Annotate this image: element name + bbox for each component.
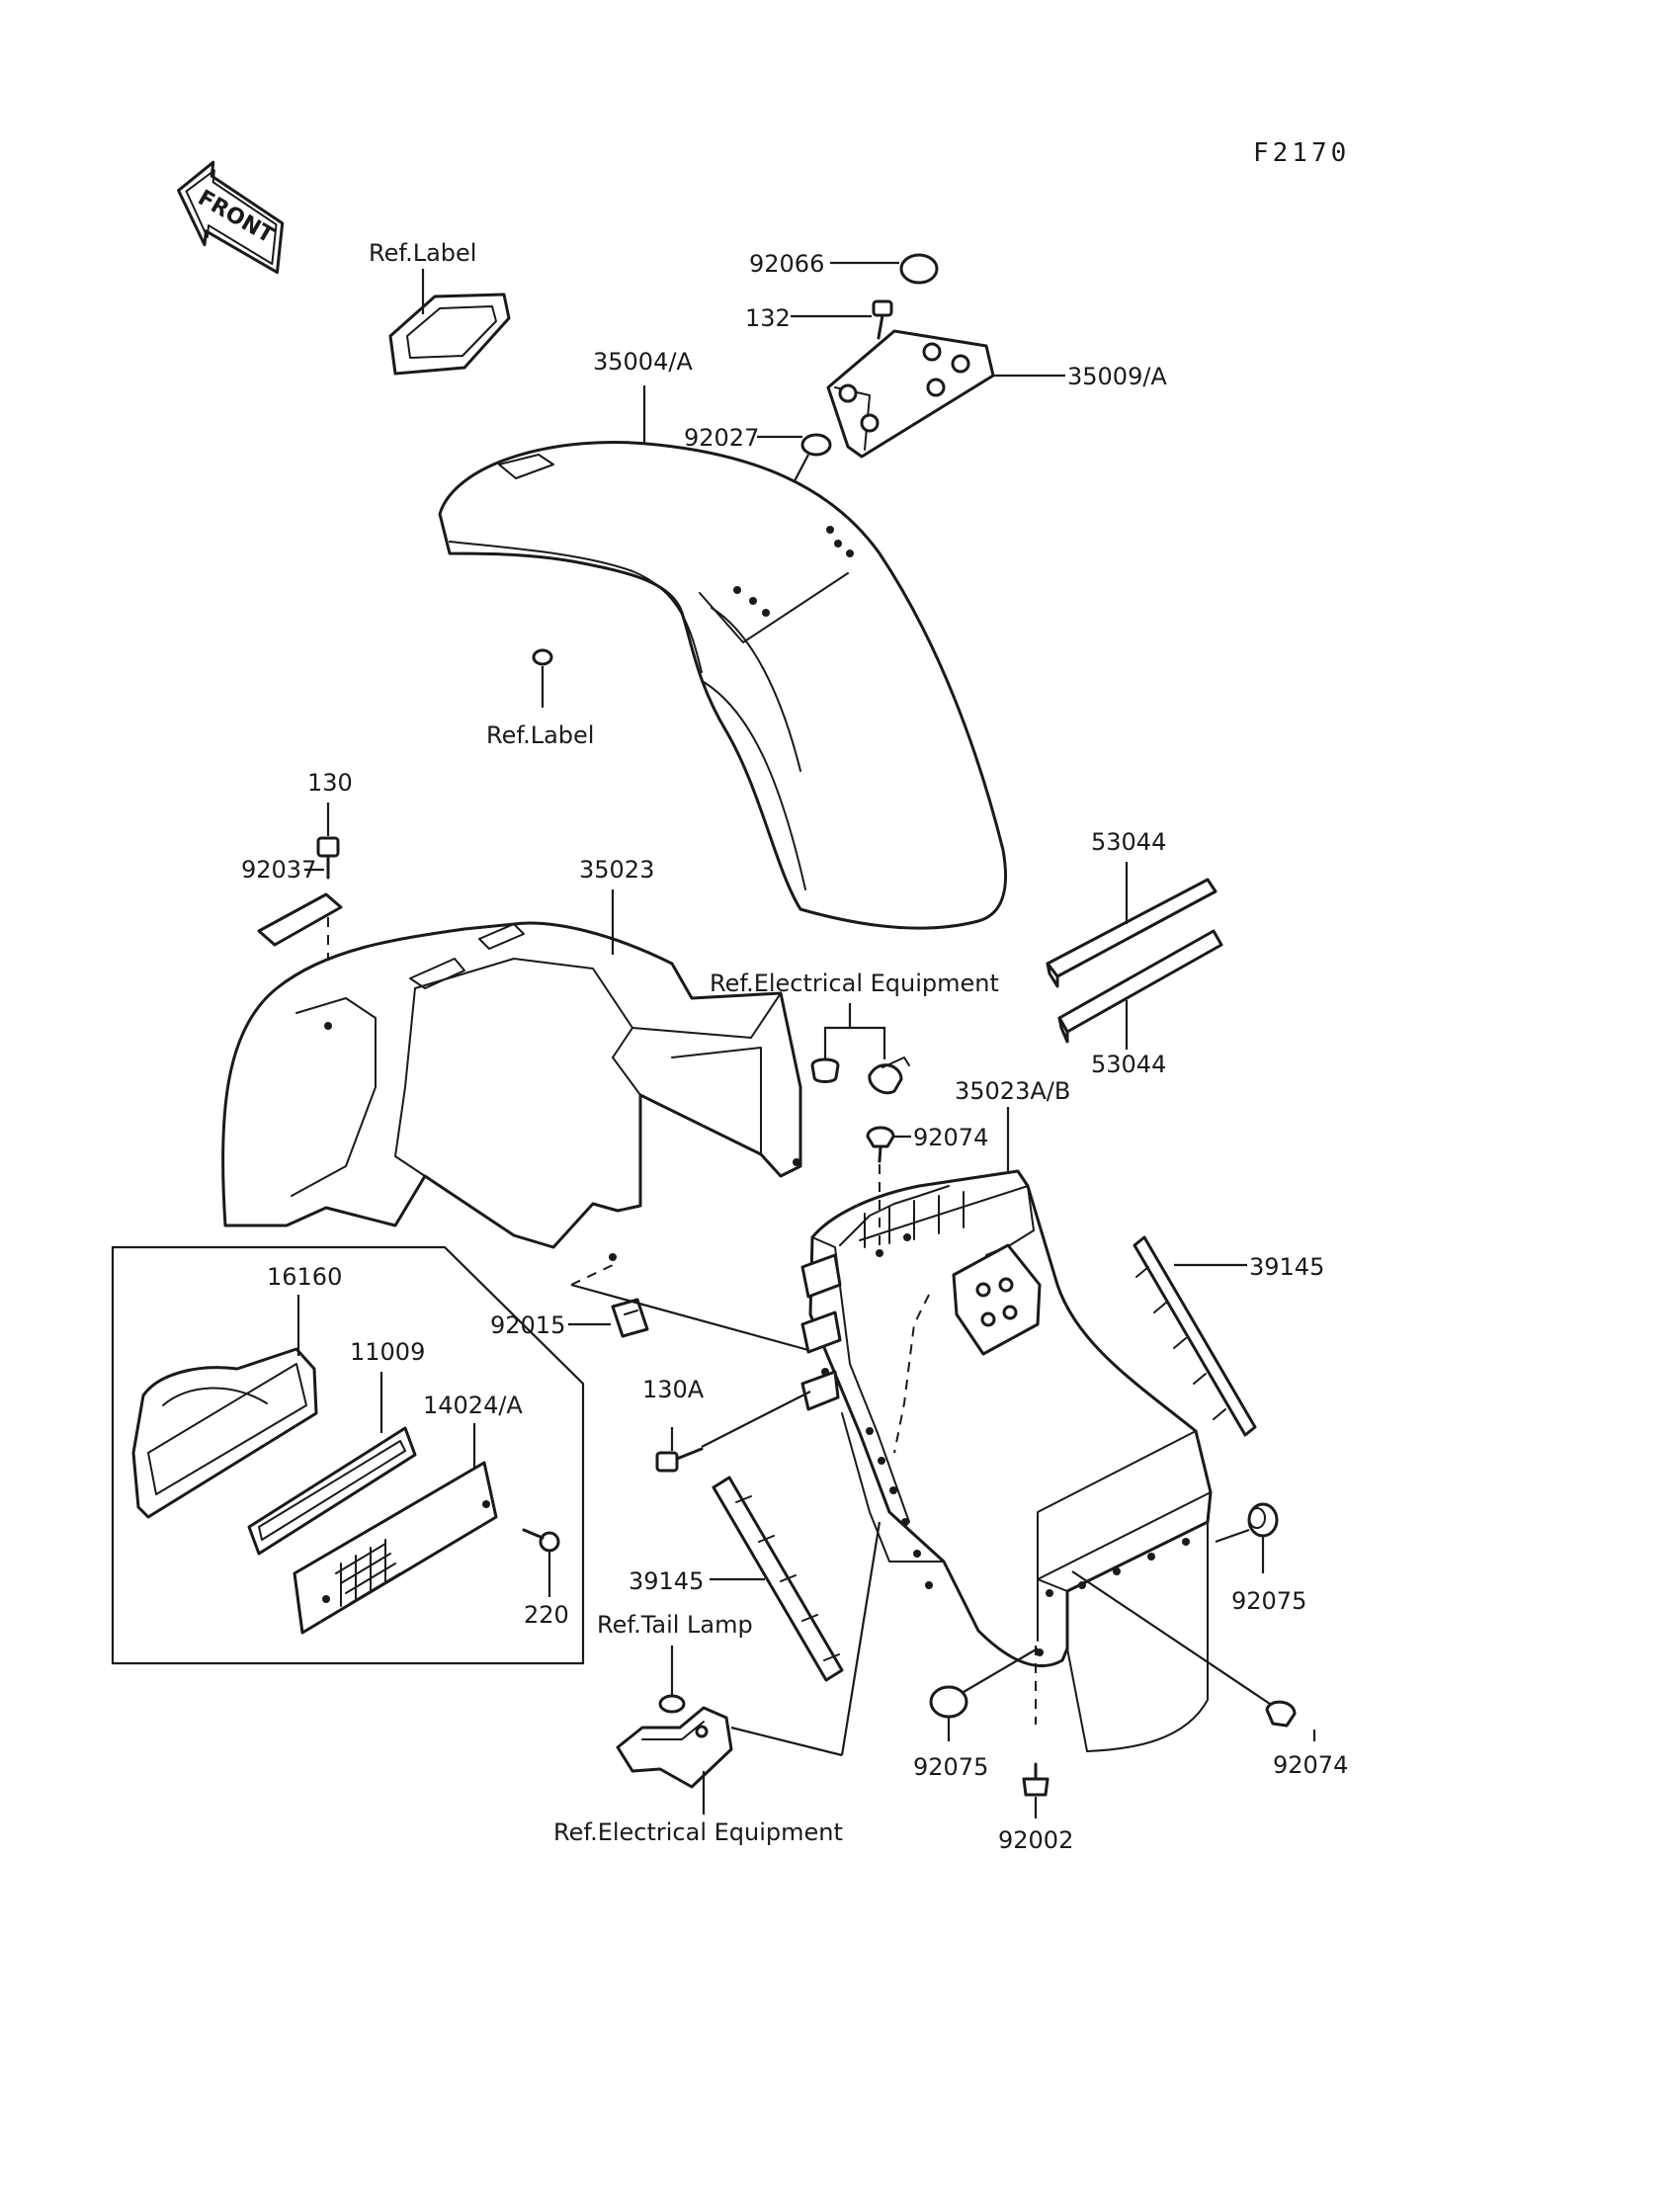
label-132: 132 — [745, 304, 791, 332]
label-92074-top: 92074 — [913, 1124, 988, 1151]
bolt-132 — [791, 299, 893, 340]
lens-14024a — [293, 1423, 498, 1635]
label-92075-right: 92075 — [1231, 1587, 1306, 1615]
clip-92015 — [568, 1264, 809, 1352]
clip-92074-bottom — [1071, 1570, 1316, 1741]
clip-92074-top — [866, 1126, 911, 1247]
label-16160: 16160 — [267, 1263, 342, 1291]
label-92075-left: 92075 — [913, 1753, 988, 1781]
label-130a: 130A — [642, 1376, 705, 1403]
label-14024a: 14024/A — [423, 1392, 523, 1419]
cap-92075-left — [929, 1648, 1039, 1741]
label-92037: 92037 — [241, 856, 316, 884]
ref-label-mid-part — [532, 648, 553, 708]
label-92002: 92002 — [998, 1826, 1073, 1854]
label-35023: 35023 — [579, 856, 654, 884]
label-92027: 92027 — [684, 424, 759, 452]
label-35004a: 35004/A — [593, 348, 693, 376]
label-220: 220 — [524, 1601, 569, 1629]
gasket-11009 — [247, 1372, 417, 1556]
electrical-bracket — [616, 1521, 882, 1815]
inner-fender-35023ab — [800, 1107, 1213, 1752]
label-ref-tail-lamp: Ref.Tail Lamp — [597, 1611, 753, 1639]
tail-lamp-nut — [658, 1646, 686, 1714]
label-ref-label-mid: Ref.Label — [486, 721, 594, 749]
label-11009: 11009 — [350, 1338, 425, 1366]
label-ref-electrical-top: Ref.Electrical Equipment — [710, 970, 999, 997]
inset-box — [111, 1245, 585, 1665]
front-fender-35004a — [438, 385, 1007, 930]
front-arrow-icon: FRONT — [177, 160, 285, 275]
bolt-92002 — [1022, 1762, 1050, 1818]
label-92066: 92066 — [749, 250, 824, 278]
label-130: 130 — [307, 769, 353, 797]
label-35009a: 35009/A — [1067, 363, 1167, 390]
bolt-130a — [655, 1391, 811, 1473]
electrical-grommets — [810, 1003, 910, 1095]
strip-39145-left — [710, 1476, 844, 1682]
label-35023ab: 35023A/B — [955, 1077, 1070, 1105]
bracket-35009a — [826, 329, 1065, 459]
label-ref-electrical-bottom: Ref.Electrical Equipment — [553, 1818, 843, 1846]
screw-220 — [522, 1528, 560, 1597]
lamp-body-16160 — [131, 1295, 318, 1519]
bolt-130 — [316, 803, 340, 880]
label-92074-bottom: 92074 — [1273, 1751, 1348, 1779]
label-53044-top: 53044 — [1091, 828, 1166, 856]
cap-92075-right — [1215, 1502, 1279, 1573]
label-39145-left: 39145 — [629, 1567, 704, 1595]
ref-label-part — [388, 269, 511, 376]
label-39145-right: 39145 — [1249, 1253, 1324, 1281]
rubber-53044-top — [1046, 862, 1218, 988]
label-ref-label-top: Ref.Label — [369, 239, 476, 267]
strip-39145-right — [1133, 1235, 1257, 1437]
label-92015: 92015 — [490, 1311, 565, 1339]
rear-fender-35023 — [221, 889, 802, 1261]
rubber-53044-bottom — [1057, 929, 1223, 1050]
label-53044-bottom: 53044 — [1091, 1051, 1166, 1078]
cap-92066 — [830, 253, 939, 285]
diagram-code: F2170 — [1253, 138, 1350, 168]
